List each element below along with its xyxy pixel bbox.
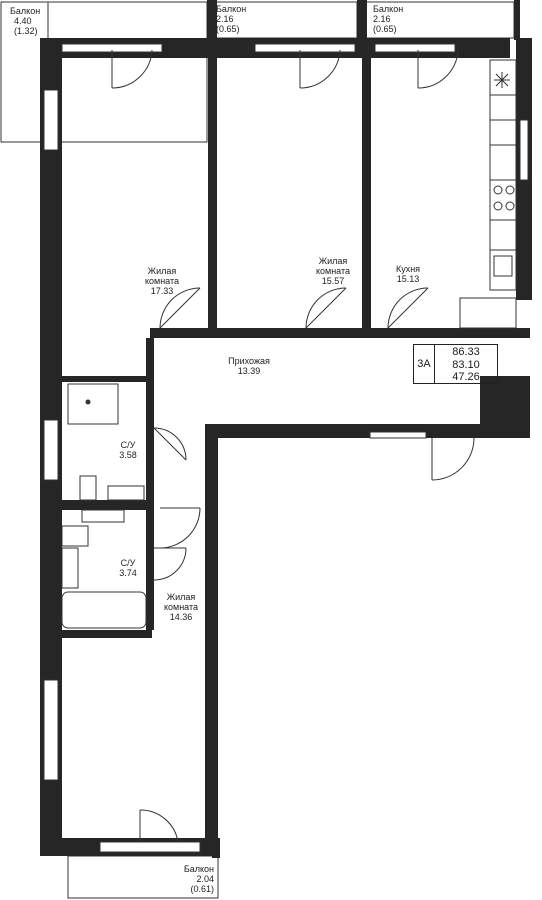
shower-icon (67, 383, 119, 425)
bathtub-icon (61, 591, 147, 629)
bath2-sink-icon (61, 547, 79, 589)
stove-burner-icon (493, 185, 503, 195)
bathroom-2-label: С/У 3.74 (119, 558, 137, 578)
bathroom-fixtures (61, 383, 147, 629)
living-room-3-label: Жилая комната 14.36 (163, 592, 199, 622)
bathroom-1-label: С/У 3.58 (119, 440, 137, 460)
kitchen-label: Кухня 15.13 (395, 264, 421, 284)
balcony-2-label: Балкон 2.16 (0.65) (216, 4, 247, 34)
bath1-sink-icon (107, 485, 145, 501)
apartment-areas: 86.33 83.10 47.26 (434, 345, 497, 383)
total-area: 86.33 (452, 346, 480, 358)
living-area: 47.26 (452, 371, 480, 383)
balcony-outlines (0, 1, 515, 899)
apartment-type: 3А (417, 358, 431, 370)
kitchen-sink-icon (493, 255, 513, 277)
balcony-3-label: Балкон 2.16 (0.65) (373, 4, 404, 34)
reduced-area: 83.10 (452, 358, 480, 371)
fan-icon (494, 72, 510, 88)
balcony-outline-1 (0, 1, 208, 143)
balcony-1-label: Балкон 4.40 (1.32) (10, 6, 41, 36)
living-room-2-label: Жилая комната 15.57 (315, 256, 351, 286)
kitchen-fixtures (459, 59, 517, 329)
hallway-label: Прихожая 13.39 (228, 356, 270, 376)
walls (40, 0, 532, 858)
balcony-4-label: Балкон 2.04 (0.61) (183, 864, 214, 894)
toilet-icon (79, 475, 97, 501)
apartment-summary: 3А 86.33 83.10 47.26 (413, 344, 498, 384)
washer-icon (61, 525, 89, 547)
doors (111, 49, 475, 843)
living-room-1-label: Жилая комната 17.33 (144, 266, 180, 296)
